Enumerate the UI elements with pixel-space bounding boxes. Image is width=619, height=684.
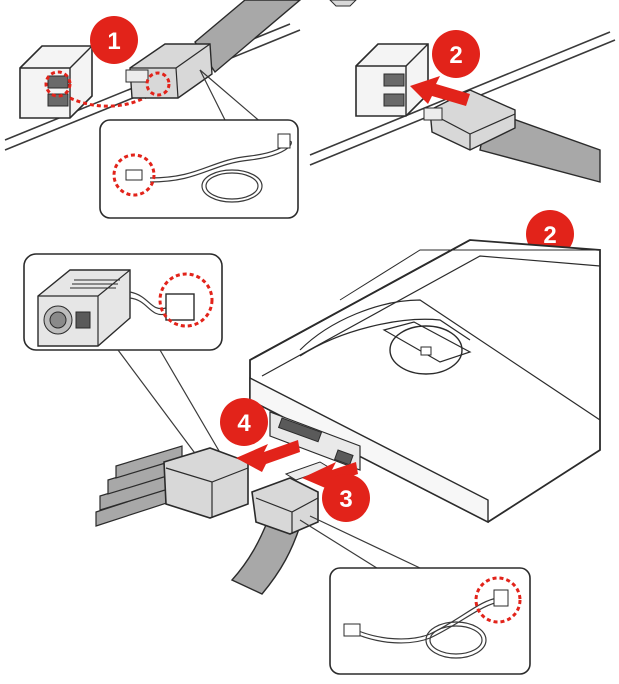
sata-data-cable [230,461,332,595]
psu-detail-panel [23,253,223,351]
bottom-detail-highlight [474,576,522,624]
port-highlight-circle [44,70,72,98]
step2-section-number: 2 [543,222,556,249]
step2-top-badge: 2 [432,30,480,78]
sata-cable-connector [125,0,302,99]
step1-badge: 1 [90,16,138,64]
hard-drive [249,239,601,524]
psu-connector-highlight [158,272,214,328]
step2-top-number: 2 [449,42,462,69]
insert-arrow-3-icon [302,462,358,490]
cable-detail-panel [99,119,299,219]
power-cable [95,445,249,527]
data-cable-detail-panel [329,567,531,675]
insert-arrow-4-icon [236,440,300,472]
step4-badge: 4 [220,398,268,446]
sata-port-block [19,45,93,119]
step3-badge: 3 [322,474,370,522]
insert-arrow-icon [410,76,470,106]
step1-number: 1 [107,28,120,55]
sata-cable-2 [423,89,601,183]
step2-scene: 2 [309,0,616,183]
step3-number: 3 [339,486,352,513]
sata-port-block-2 [355,43,429,117]
drive-section: 2 [23,210,601,675]
step4-number: 4 [237,410,251,437]
detail-highlight-circle [112,153,156,197]
step1-scene: 1 [4,0,302,219]
connector-highlight-circle [145,71,171,97]
